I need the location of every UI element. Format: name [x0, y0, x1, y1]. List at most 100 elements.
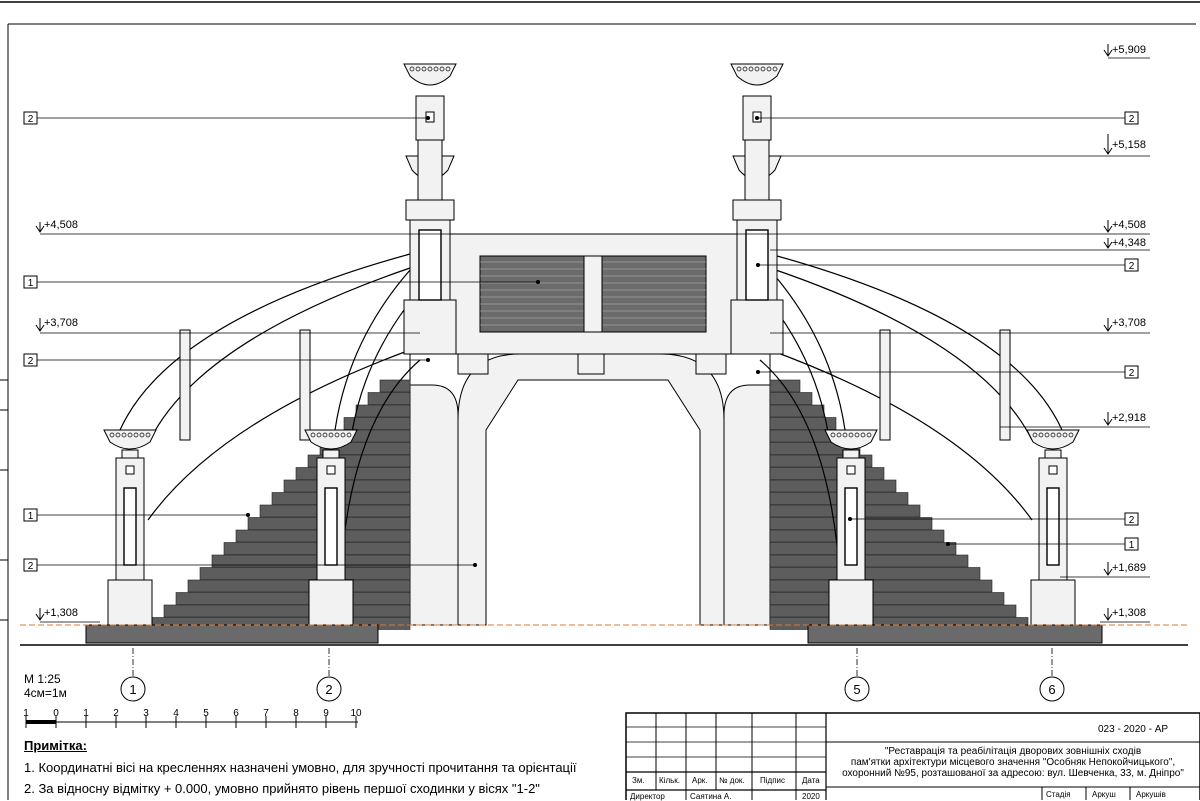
- vase-ornament: [1032, 432, 1038, 438]
- side-baluster: [299, 329, 311, 441]
- pillar-medallion: [326, 465, 336, 475]
- project-title-line: охоронний №95, розташованої за адресою: …: [842, 768, 1184, 779]
- left-base-plinth: [85, 624, 379, 644]
- stair-step: [769, 392, 813, 405]
- vase-ornament: [842, 432, 848, 438]
- tower-panel: [418, 229, 442, 301]
- bracket: [457, 353, 489, 375]
- vase-ornament: [439, 66, 445, 72]
- vase-ornament: [766, 66, 772, 72]
- notes-heading: Примітка:: [24, 738, 87, 753]
- tower-top-vase: [403, 63, 457, 86]
- vase-ornament: [772, 66, 778, 72]
- vase: [1026, 429, 1080, 450]
- vase-ornament: [760, 66, 766, 72]
- handrail-outer-left: [149, 267, 411, 441]
- vase-neck: [121, 449, 139, 459]
- vase-ornament: [415, 66, 421, 72]
- side-baluster: [179, 329, 191, 441]
- axis-label: 5: [853, 682, 860, 697]
- side-baluster: [879, 329, 891, 441]
- vase-ornament: [836, 432, 842, 438]
- title-block: [625, 712, 1200, 800]
- vase-ornament: [427, 66, 433, 72]
- callout-number: 1: [28, 278, 34, 289]
- upper-railing-post: [583, 255, 603, 333]
- callout-number: 2: [1129, 261, 1135, 272]
- callout-number: 1: [1129, 540, 1135, 551]
- vase-ornament: [310, 432, 316, 438]
- col-signature: Підпис: [760, 776, 785, 785]
- tower-medallion: [425, 111, 435, 123]
- row-role: Директор: [630, 792, 665, 801]
- vase-neck: [842, 449, 860, 459]
- tower-base: [403, 299, 457, 355]
- stair-step: [769, 379, 801, 393]
- right-pier: [723, 354, 771, 626]
- vase-ornament: [866, 432, 872, 438]
- pillar-medallion: [125, 465, 135, 475]
- vase-ornament: [340, 432, 346, 438]
- stair-step: [769, 554, 969, 568]
- callout-number: 2: [28, 561, 34, 572]
- stair-step: [163, 604, 411, 618]
- vase-ornament: [145, 432, 151, 438]
- elevation-label: +2,918: [1112, 412, 1146, 424]
- elevation-label: +5,909: [1112, 44, 1146, 56]
- pillar-medallion: [1048, 465, 1058, 475]
- scale-tick-label: 1: [23, 708, 29, 719]
- callout-number: 2: [1129, 515, 1135, 526]
- scale-tick-label: 4: [173, 708, 179, 719]
- arch-rib-left: [147, 349, 411, 521]
- stair-step: [175, 592, 411, 605]
- drawing-code: 023 - 2020 - АР: [1098, 724, 1169, 735]
- arch-rib-right: [769, 349, 1033, 521]
- scale-tick-label: 5: [203, 708, 209, 719]
- vase-ornament: [736, 66, 742, 72]
- vase-ornament: [433, 66, 439, 72]
- vase-ornament: [346, 432, 352, 438]
- side-baluster: [999, 329, 1011, 441]
- elevation-label: +4,508: [1112, 219, 1146, 231]
- project-title-line: пам'ятки архітектури місцевого значення …: [850, 757, 1176, 768]
- upper-railing-fill: [479, 255, 585, 333]
- vase-ornament: [1056, 432, 1062, 438]
- elevation-label: +4,348: [1112, 237, 1146, 249]
- scale-title: М 1:25: [24, 672, 61, 686]
- handrail-inner-left: [334, 253, 426, 431]
- stair-step: [295, 467, 411, 480]
- callout-number: 1: [28, 511, 34, 522]
- tower-upper: [744, 139, 770, 201]
- vase-ornament: [127, 432, 133, 438]
- header-sheets: Аркушів: [1136, 790, 1166, 799]
- pillar-base: [107, 579, 153, 626]
- scale-tick-label: 8: [293, 708, 299, 719]
- vase-ornament: [848, 432, 854, 438]
- stair-step: [769, 479, 897, 493]
- callout-number: 2: [28, 114, 34, 125]
- bracket: [695, 353, 727, 375]
- vase-ornament: [830, 432, 836, 438]
- vase-ornament: [860, 432, 866, 438]
- pillar-medallion: [846, 465, 856, 475]
- elevation-marker-left-3: +1,308: [35, 607, 100, 623]
- vase-neck: [1044, 449, 1062, 459]
- callout-number: 2: [28, 356, 34, 367]
- elevation-label: +5,158: [1112, 139, 1146, 151]
- col-ark: Арк.: [692, 776, 708, 785]
- project-title-line: "Реставрація та реабілітація дворових зо…: [884, 746, 1142, 757]
- vase-ornament: [1062, 432, 1068, 438]
- vase-ornament: [115, 432, 121, 438]
- vase: [304, 429, 358, 450]
- stair-step: [769, 579, 993, 593]
- stair-step: [769, 467, 885, 480]
- stair-step: [367, 392, 411, 405]
- callout-number: 2: [1129, 368, 1135, 379]
- elevation-markers-right: +5,909 +5,158 +4,508 +4,348 +3,708 +2,91…: [460, 44, 1150, 623]
- col-kilk: Кільк.: [659, 776, 680, 785]
- scale-tick-label: 7: [263, 708, 269, 719]
- callout-number: 2: [1129, 114, 1135, 125]
- bracket: [577, 353, 605, 375]
- note-1: 1. Координатні вісі на кресленнях назнач…: [24, 760, 577, 775]
